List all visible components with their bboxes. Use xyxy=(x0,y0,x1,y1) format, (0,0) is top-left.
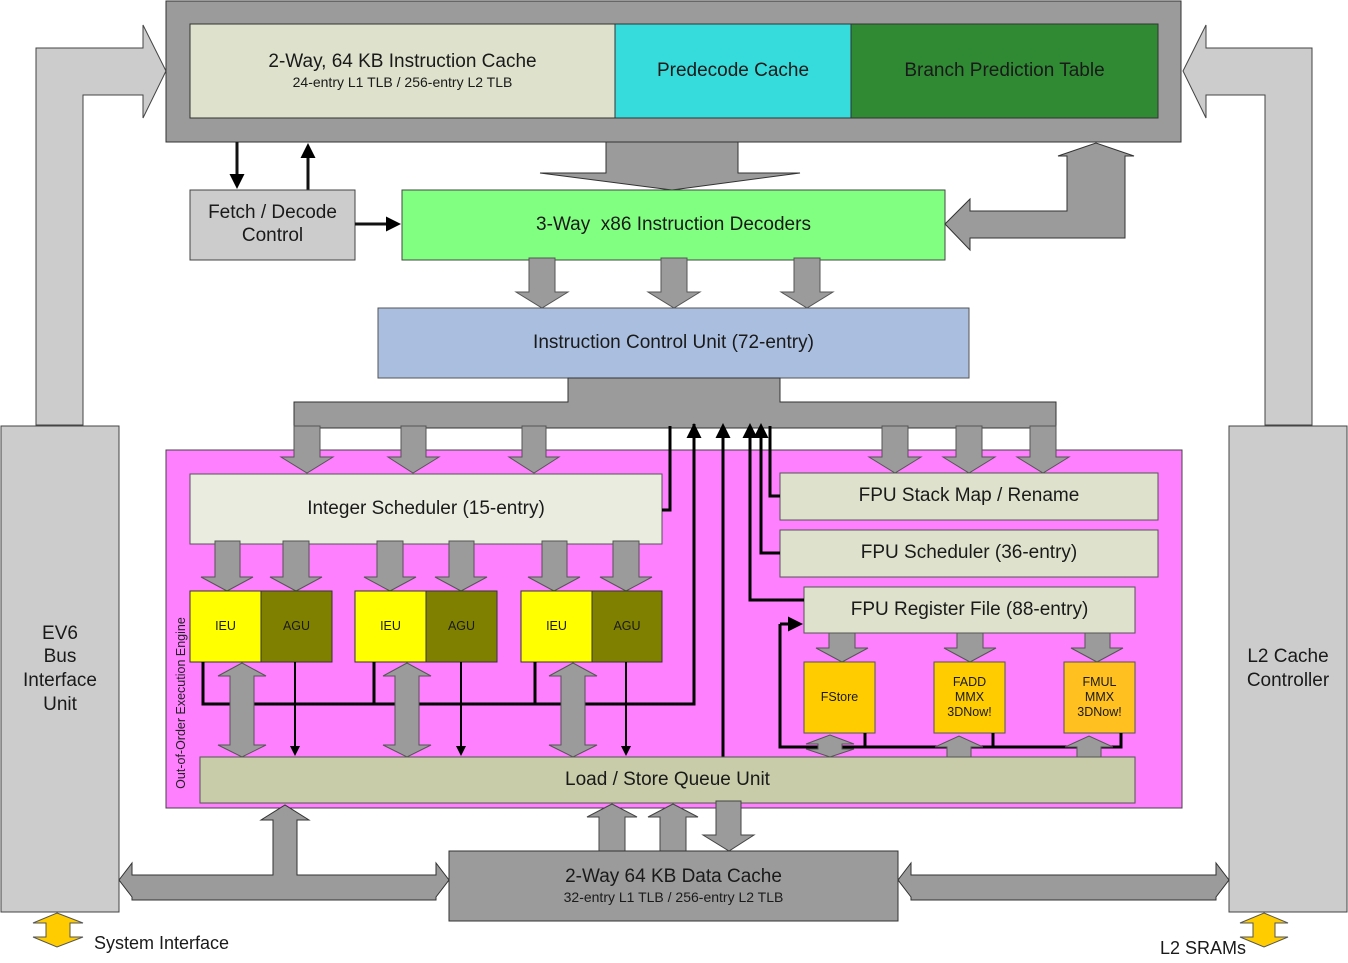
bus-interface-unit-box xyxy=(0,425,120,913)
instruction-decoders-box xyxy=(401,189,946,261)
l2-srams-io-arrow xyxy=(1239,912,1289,948)
instruction-cache-box xyxy=(189,23,616,119)
dispatch-to-int-scheduler-arrows xyxy=(279,425,561,474)
integer-exec-units xyxy=(189,590,663,663)
fetch-decode-control-box xyxy=(189,189,356,261)
l2-controller-to-icache-arrow xyxy=(1182,24,1313,426)
ooo-engine-label: Out-of-Order Execution Engine xyxy=(174,617,188,789)
bus-interface-to-icache-arrow xyxy=(35,24,167,426)
fpu-register-file-box xyxy=(803,586,1136,634)
fpu-stack-map-box xyxy=(779,472,1159,521)
fstore-unit-box xyxy=(803,661,876,734)
fpu-scheduler-box xyxy=(779,529,1159,578)
agu-to-lsq-lines xyxy=(290,662,631,756)
fmul-unit-box xyxy=(1063,661,1136,734)
icu-dispatch-bus xyxy=(293,377,1057,429)
system-interface-io-arrow xyxy=(32,912,84,948)
fpu-lsq-arrows xyxy=(805,734,1114,761)
datacache-l2-bus-arrow xyxy=(897,861,1230,901)
decoders-branch-table-arrow xyxy=(944,142,1135,252)
fadd-unit-box xyxy=(933,661,1006,734)
integer-scheduler-box xyxy=(189,473,663,545)
scheduler-feedback-line xyxy=(662,426,672,512)
data-cache-box xyxy=(448,850,899,922)
load-store-queue-box xyxy=(199,756,1136,804)
l2-cache-controller-box xyxy=(1228,425,1348,913)
predecode-cache-box xyxy=(614,23,852,119)
instruction-control-unit-box xyxy=(377,307,970,379)
decoder-to-icu-arrows xyxy=(514,257,835,309)
datacache-lsq-arrows xyxy=(586,800,756,852)
bottom-system-bus-arrow xyxy=(118,804,450,901)
scheduler-to-exec-arrows xyxy=(200,540,653,592)
icache-to-decoders-arrow xyxy=(539,141,801,191)
branch-prediction-table-box xyxy=(850,23,1159,119)
regfile-to-fpu-arrows xyxy=(815,632,1124,663)
ieu-lsq-double-arrows xyxy=(217,662,598,758)
dispatch-to-fpu-arrows xyxy=(867,425,1071,474)
